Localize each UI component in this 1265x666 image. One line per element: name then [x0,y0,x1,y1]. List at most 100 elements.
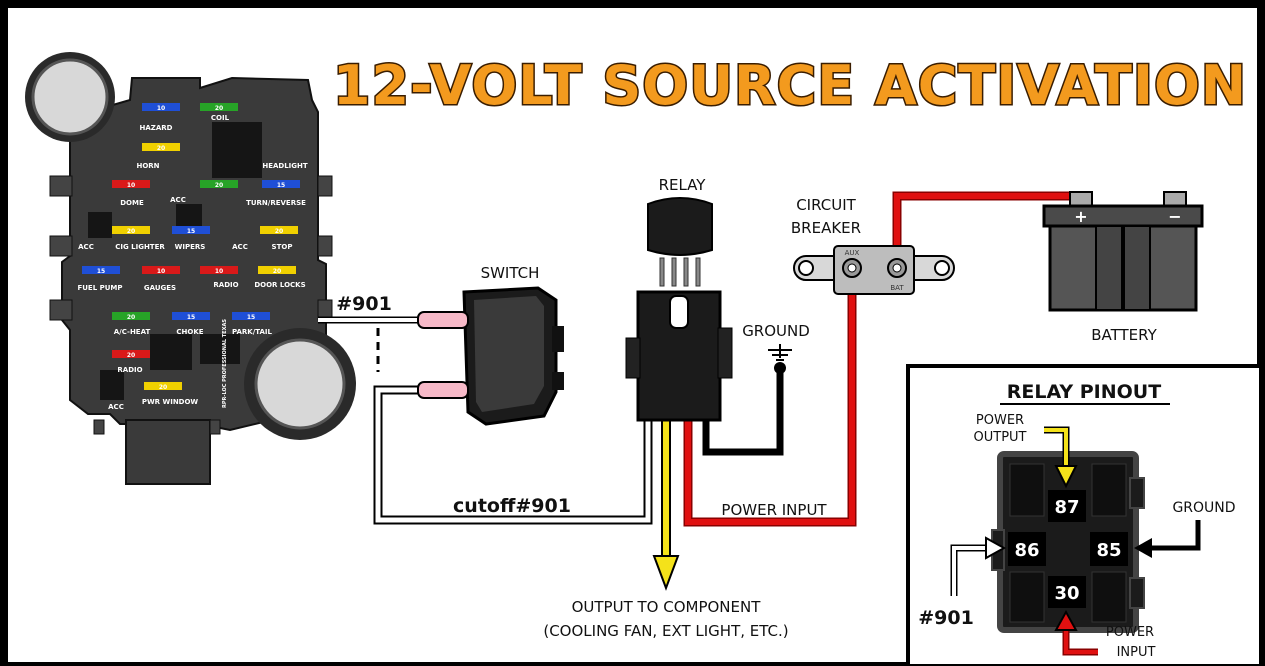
fuse-label: CIG LIGHTER [115,243,165,251]
wire-output [652,418,680,591]
panel-block [212,122,262,178]
pin-85 [1090,532,1128,566]
breaker-mount-hole [798,260,814,276]
fuse-label: HORN [136,162,159,170]
relay-pin [683,257,689,287]
pinout-cavity [1009,571,1045,623]
fuse-label: RADIO [213,281,238,289]
switch-rocker [474,296,544,412]
fuse: 20 [200,103,238,112]
battery: + − [1042,191,1204,312]
fuse: 15 [172,226,210,235]
panel-pin [209,419,221,435]
pinout-cavity [1009,463,1045,517]
breaker-label-line2: BREAKER [791,219,861,237]
svg-text:15: 15 [187,228,195,235]
pinout-power-input-line2: INPUT [1117,645,1156,660]
fuse-label: GAUGES [144,284,176,292]
relay-socket [625,290,733,422]
pinout-title: RELAY PINOUT [1007,381,1161,403]
svg-text:10: 10 [215,268,223,275]
fuse-label: ACC [78,243,94,251]
fuse: 15 [262,180,300,189]
relay-socket-slot [669,295,689,329]
svg-text:20: 20 [273,268,281,275]
fuse-label: ACC [108,403,124,411]
fuse-label: HEADLIGHT [262,162,308,170]
fuse: 10 [142,266,180,275]
ground-label: GROUND [742,322,810,340]
svg-text:20: 20 [215,182,223,189]
pinout-cavity [1091,571,1127,623]
switch-terminal [417,311,469,329]
pinout-901-label: #901 [918,607,974,629]
fuse: 10 [112,180,150,189]
panel-light-lens [31,58,109,136]
fuse: 20 [142,143,180,152]
breaker-body [833,245,915,295]
fuse-label: PWR WINDOW [142,398,199,406]
fuse-label: COIL [211,114,230,122]
fuse-label: FUEL PUMP [77,284,122,292]
panel-tab [317,235,333,257]
fuse-label: CHOKE [176,328,203,336]
svg-text:15: 15 [187,314,195,321]
pin-87 [1048,490,1086,522]
panel-block [88,212,112,238]
svg-text:20: 20 [215,105,223,112]
svg-text:20: 20 [127,352,135,359]
fuse-label: WIPERS [175,243,206,251]
switch-terminal [417,381,469,399]
battery-label: BATTERY [1091,326,1157,344]
cutoff-901-label: cutoff#901 [453,495,571,517]
fuse-label: DOME [120,199,144,207]
fuse: 15 [82,266,120,275]
relay-socket-ear [717,327,733,379]
switch-pivot [552,372,564,390]
panel-tab [317,175,333,197]
panel-light-lens [254,338,346,430]
page-title: 12-VOLT SOURCE ACTIVATION [333,54,1247,117]
relay-pinout-panel: RELAY PINOUT 87 86 85 30 POWER OUTPUT GR… [906,364,1263,666]
relay-pin [695,257,701,287]
fuse-label: A/C-HEAT [114,328,151,336]
panel-connector [125,419,211,485]
pinout-901-arrow [985,536,1007,560]
pinout-power-output-line2: OUTPUT [974,430,1027,445]
breaker-aux-label: AUX [845,249,860,257]
panel-tab [49,175,73,197]
panel-block [100,370,124,400]
fuse: 10 [142,103,180,112]
pin-30 [1048,576,1086,608]
output-arrow [652,555,680,591]
pinout-power-input-line1: POWER [1106,625,1154,640]
power-input-label: POWER INPUT [721,501,827,519]
svg-text:20: 20 [159,384,167,391]
fuse: 20 [112,312,150,321]
pinout-cavity [1091,463,1127,517]
fuse: 20 [144,382,182,391]
breaker-mount-hole [934,260,950,276]
svg-text:20: 20 [275,228,283,235]
battery-cell-divider [1095,225,1123,311]
relay-cube [647,197,713,287]
svg-text:20: 20 [127,314,135,321]
fuse-panel: 10 20 20 10 20 15 20 15 20 15 10 10 20 2… [25,52,356,485]
pinout-latch [1129,477,1145,509]
panel-tab [49,299,73,321]
fuse-label: ACC [170,196,186,204]
relay-label: RELAY [659,176,707,194]
fuse-label: TURN/REVERSE [246,199,306,207]
battery-minus-sign: − [1168,207,1181,226]
output-label-line1: OUTPUT TO COMPONENT [572,598,762,616]
breaker-bat-label: BAT [890,284,904,292]
pin-85-label: 85 [1096,540,1121,561]
output-label-line2: (COOLING FAN, EXT LIGHT, ETC.) [543,622,788,640]
svg-text:20: 20 [127,228,135,235]
svg-text:10: 10 [157,268,165,275]
fuse: 15 [172,312,210,321]
fuse: 15 [232,312,270,321]
fuse: 20 [112,226,150,235]
